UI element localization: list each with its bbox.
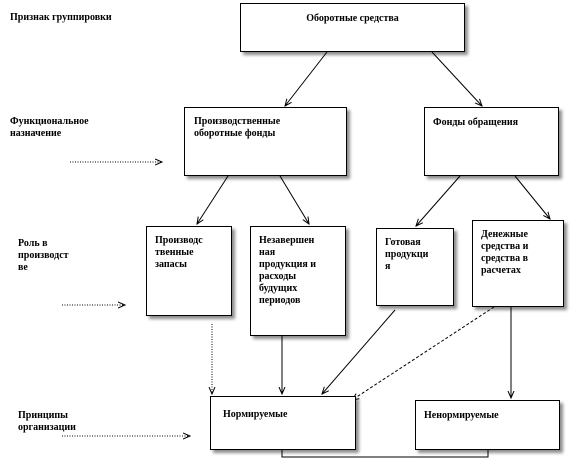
label-role: Роль в производст ве — [18, 238, 69, 273]
node-production-stocks-text: Производс твенные запасы — [155, 235, 203, 270]
arrow-finished-normed — [322, 309, 396, 394]
node-finished-goods: Готовая продукци я — [376, 228, 454, 306]
node-cash-and-settlements: Денежные средства и средства в расчетах — [472, 220, 564, 307]
node-normed: Нормируемые — [210, 396, 356, 450]
arrow-production-stocks — [197, 175, 229, 224]
node-normed-text: Нормируемые — [223, 409, 288, 420]
arrow-cash-normed — [352, 306, 495, 400]
node-work-in-progress: Незавершен ная продукция и расходы будущ… — [250, 226, 346, 336]
node-working-capital-text: Оборотные средства — [306, 13, 399, 24]
arrow-circulation-finished — [416, 175, 461, 226]
label-grouping: Признак группировки — [10, 12, 112, 23]
node-circulation-funds-text: Фонды обращения — [433, 117, 519, 128]
node-production-funds: Производственные оборотные фонды — [184, 107, 347, 176]
node-cash-and-settlements-text: Денежные средства и средства в расчетах — [481, 229, 529, 276]
label-function: Функциональное назначение — [10, 116, 89, 139]
node-production-stocks: Производс твенные запасы — [146, 226, 232, 316]
node-production-funds-text: Производственные оборотные фонды — [194, 116, 281, 139]
arrow-root-circulation — [431, 51, 482, 106]
bottom-bracket — [281, 450, 489, 458]
arrow-root-production — [285, 51, 328, 106]
arrow-circulation-cash — [514, 175, 550, 219]
node-finished-goods-text: Готовая продукци я — [385, 237, 429, 272]
node-non-normed-text: Ненормируемые — [424, 410, 499, 421]
node-working-capital: Оборотные средства — [240, 3, 465, 52]
node-circulation-funds: Фонды обращения — [424, 107, 559, 176]
node-work-in-progress-text: Незавершен ная продукция и расходы будущ… — [259, 235, 317, 306]
node-non-normed: Ненормируемые — [415, 400, 560, 450]
arrow-production-wip — [279, 175, 309, 224]
label-principles: Принципы организации — [18, 410, 76, 433]
